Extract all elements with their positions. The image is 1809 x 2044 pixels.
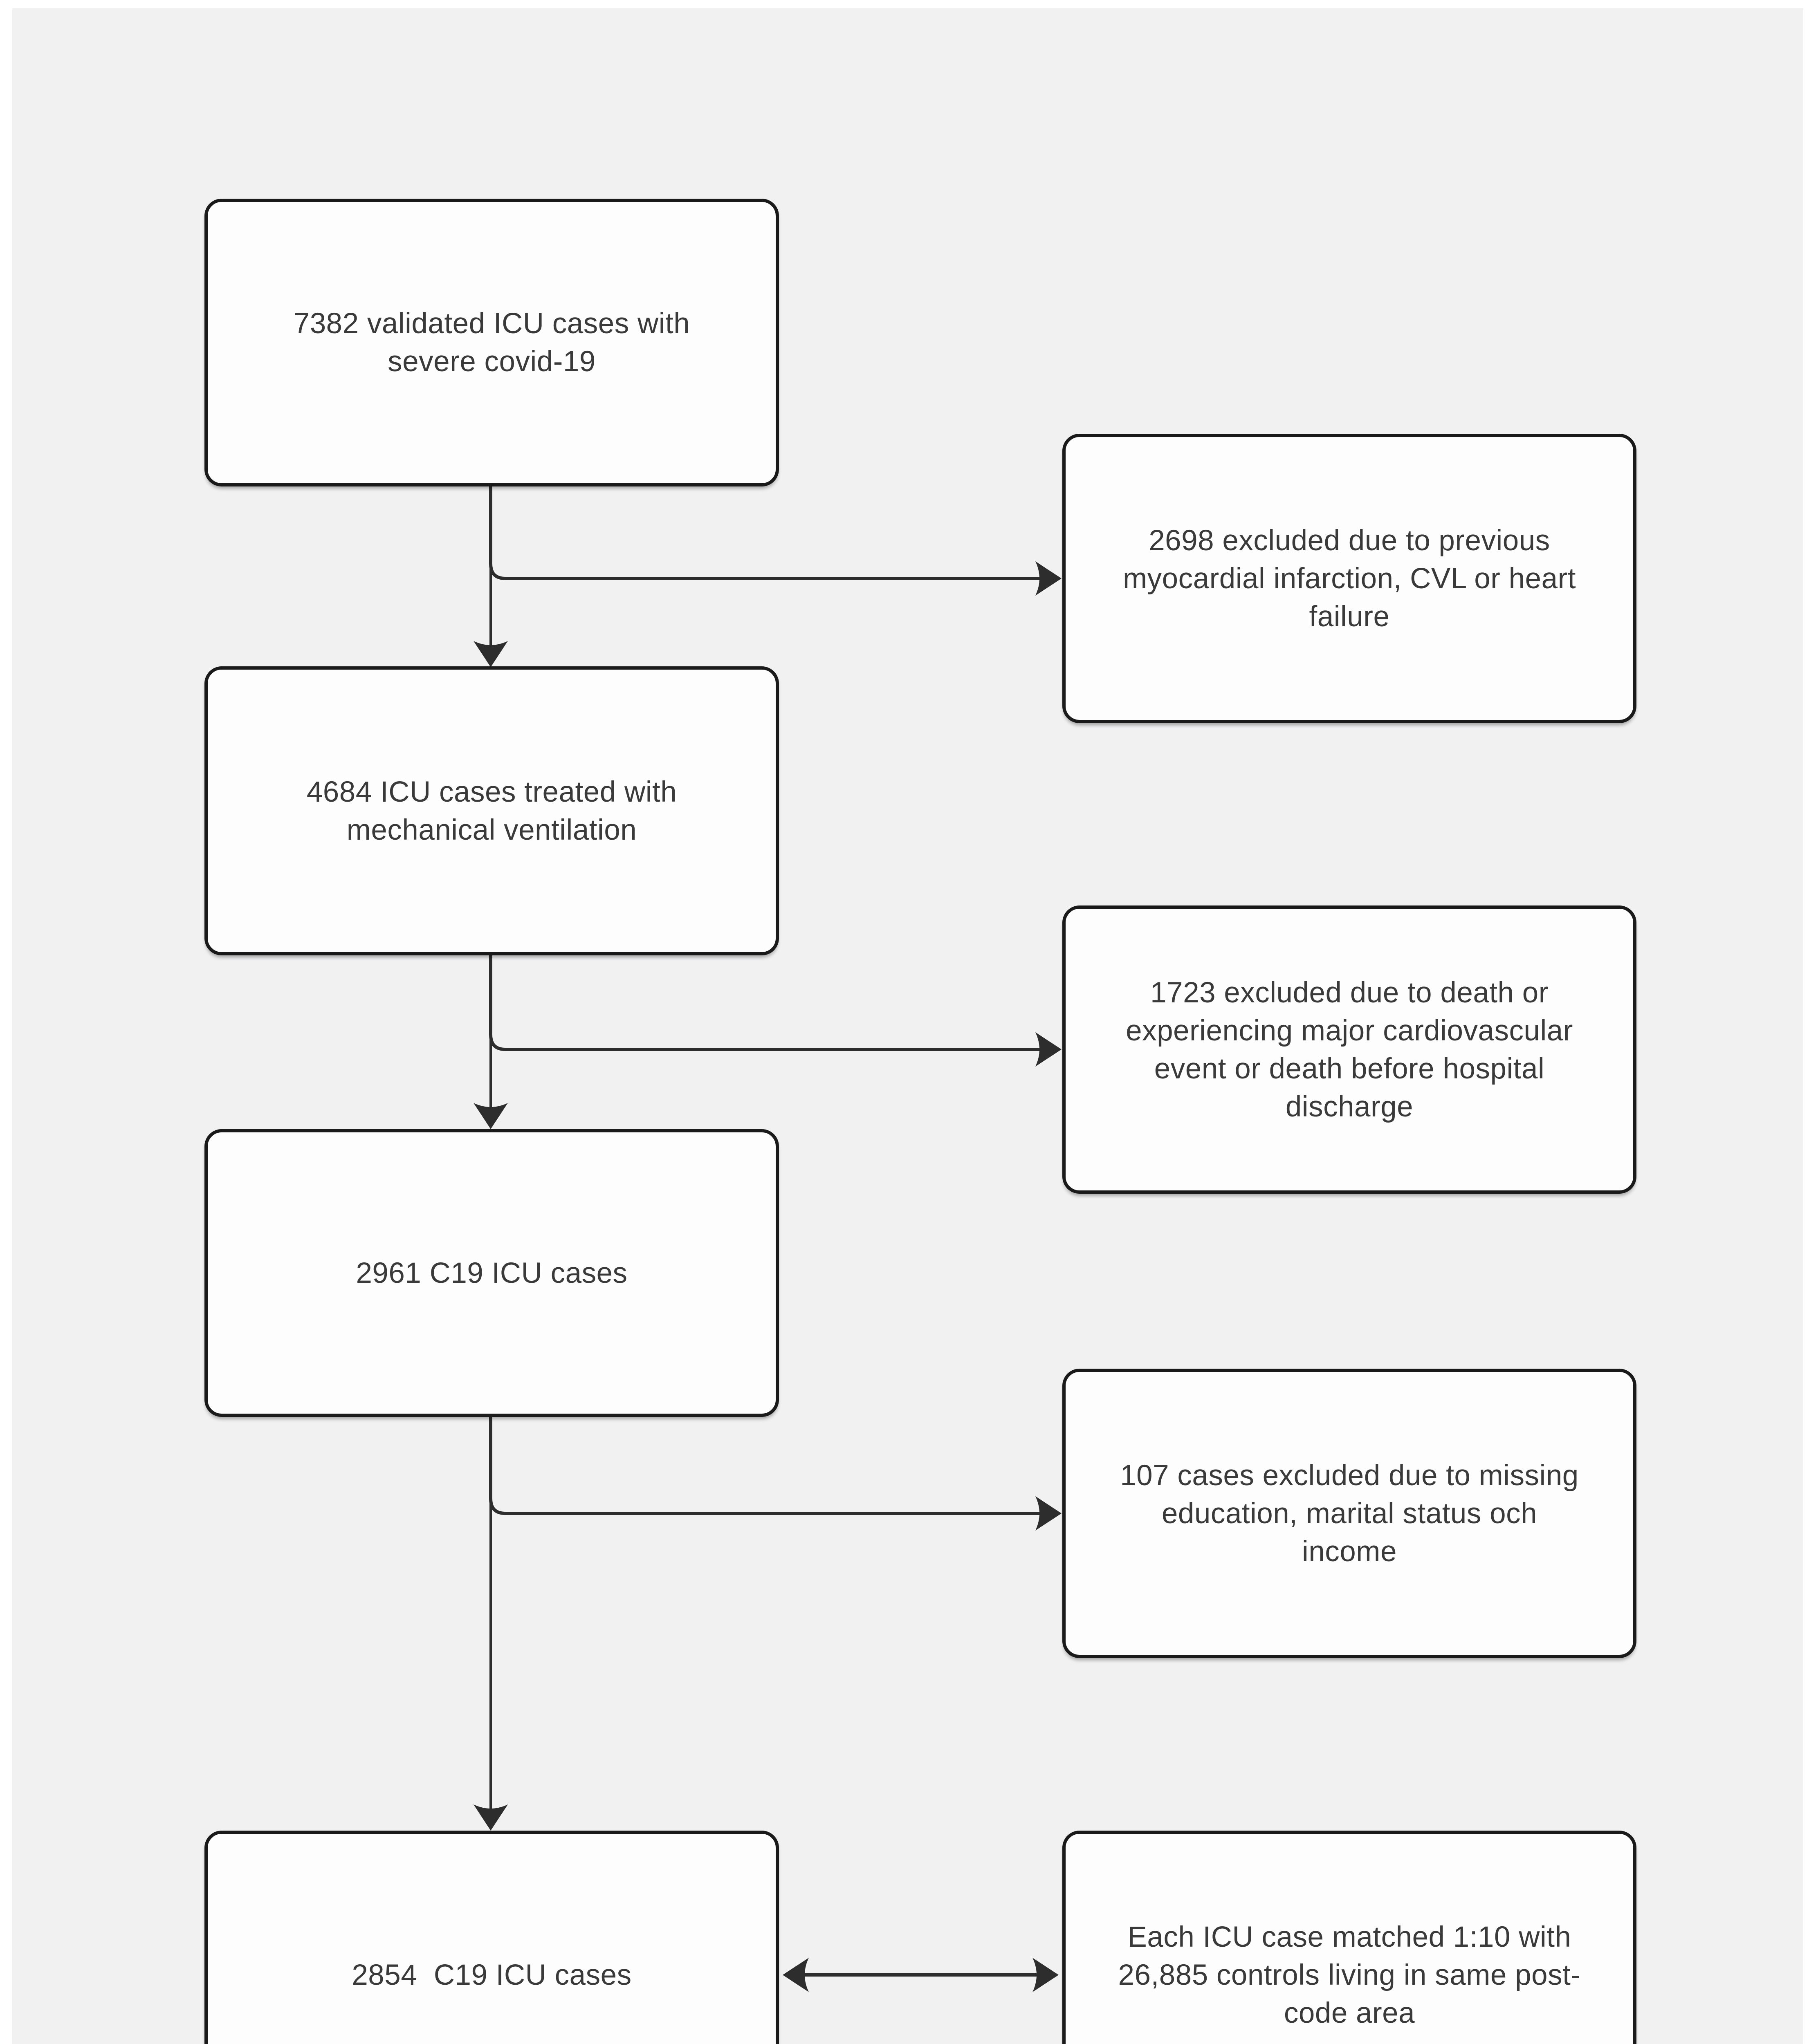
node-c19-icu-cases: 2961 C19 ICU cases bbox=[204, 1129, 779, 1417]
connector-ventilated-to-excluded-death bbox=[489, 955, 1062, 1067]
arrowhead-down-icon bbox=[474, 1103, 508, 1129]
arrowhead-down-icon bbox=[474, 1804, 508, 1831]
arrowhead-left-icon bbox=[783, 1958, 809, 1992]
node-text: 4684 ICU cases treated with mechanical v… bbox=[306, 775, 677, 846]
node-excluded-death-mace: 1723 excluded due to death or experienci… bbox=[1062, 905, 1636, 1194]
node-mechanical-ventilation: 4684 ICU cases treated with mechanical v… bbox=[204, 666, 779, 955]
node-text: 2854 C19 ICU cases bbox=[352, 1959, 632, 1991]
connector-c19-to-excluded-missing bbox=[489, 1417, 1062, 1531]
node-text: 2961 C19 ICU cases bbox=[356, 1257, 628, 1289]
node-text: Each ICU case matched 1:10 with 26,885 c… bbox=[1118, 1921, 1581, 2029]
node-validated-icu-cases: 7382 validated ICU cases with severe cov… bbox=[204, 199, 779, 486]
arrowhead-right-icon bbox=[1035, 561, 1062, 596]
node-matched-controls: Each ICU case matched 1:10 with 26,885 c… bbox=[1062, 1831, 1636, 2044]
arrow-line bbox=[489, 486, 1044, 580]
node-final-c19-icu-cases: 2854 C19 ICU cases bbox=[204, 1831, 779, 2044]
arrowhead-right-icon bbox=[1032, 1958, 1059, 1992]
connector-final-to-controls bbox=[783, 1958, 1059, 1992]
arrowhead-down-icon bbox=[474, 641, 508, 667]
arrowhead-right-icon bbox=[1035, 1032, 1062, 1067]
arrow-line bbox=[489, 1417, 1044, 1515]
node-excluded-missing-data: 107 cases excluded due to missing educat… bbox=[1062, 1369, 1636, 1658]
node-text: 7382 validated ICU cases with severe cov… bbox=[293, 307, 690, 378]
connector-validated-to-excluded-mi bbox=[489, 486, 1062, 596]
arrow-line bbox=[489, 955, 1044, 1051]
node-excluded-mi-cvl-hf: 2698 excluded due to previous myocardial… bbox=[1062, 434, 1636, 723]
node-text: 1723 excluded due to death or experienci… bbox=[1126, 976, 1573, 1123]
arrowhead-right-icon bbox=[1035, 1496, 1062, 1531]
node-text: 2698 excluded due to previous myocardial… bbox=[1123, 524, 1576, 633]
node-text: 107 cases excluded due to missing educat… bbox=[1120, 1459, 1579, 1568]
